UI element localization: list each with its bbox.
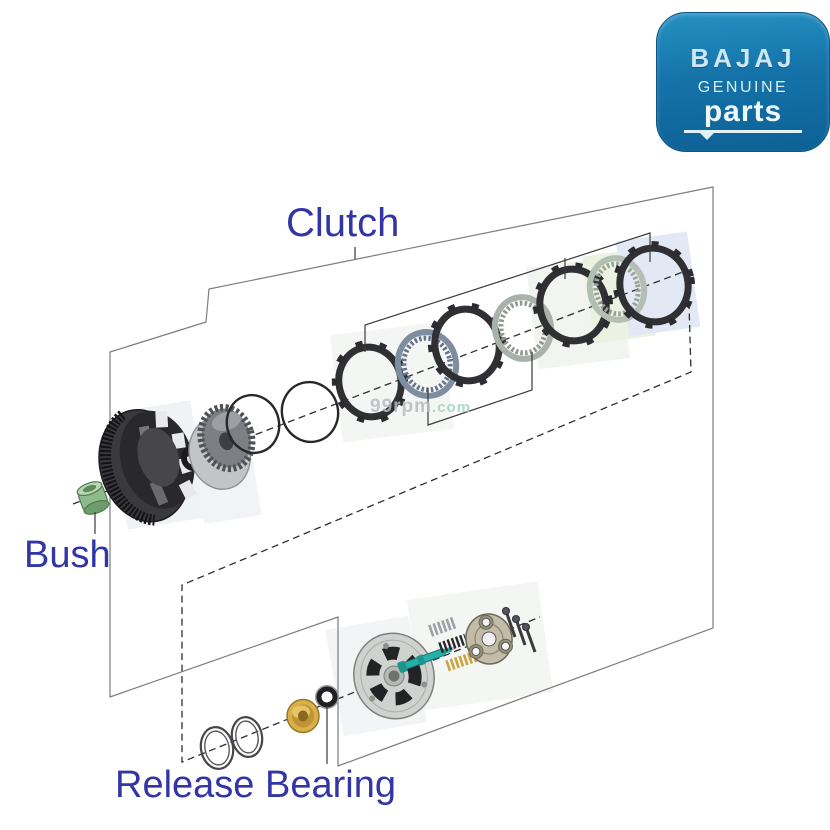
spring-gold-part	[445, 650, 479, 672]
bush-part	[76, 481, 110, 515]
release-bearing-label: Release Bearing	[115, 764, 396, 806]
axis-centerline	[72, 269, 692, 763]
bajaj-genuine-parts-badge: BAJAJ GENUINE parts	[656, 12, 830, 152]
friction-plates-bracket	[364, 232, 651, 352]
outer-frame	[109, 186, 714, 767]
steel-plate-3	[586, 255, 648, 323]
friction-plate-4	[612, 241, 696, 329]
watermark-tld: .com	[432, 399, 472, 416]
bush-label: Bush	[24, 534, 111, 576]
watermark: 99rpm.com	[370, 396, 471, 418]
logo-arrow-icon	[700, 132, 714, 140]
steel-plates-bracket	[427, 352, 533, 426]
bajaj-wordmark: BAJAJ	[690, 43, 796, 73]
circlip-ring-1	[225, 393, 281, 455]
genuine-text: GENUINE	[697, 79, 789, 96]
release-bearing-part	[315, 685, 339, 709]
lifter-plate-part	[465, 613, 514, 665]
brass-nut-part	[286, 698, 320, 734]
clutch-basket-part	[98, 408, 197, 526]
logo-underline	[684, 129, 802, 140]
parts-text: parts	[703, 95, 783, 128]
circlip-ring-2	[280, 380, 340, 444]
bolts-part	[502, 607, 537, 653]
spring-black-part	[438, 633, 468, 654]
watermark-site: 99rpm	[370, 396, 433, 417]
oring-b-part	[230, 716, 264, 758]
pressure-plate-part	[353, 632, 435, 720]
steel-plate-1	[394, 329, 460, 399]
clutch-label: Clutch	[286, 201, 400, 245]
